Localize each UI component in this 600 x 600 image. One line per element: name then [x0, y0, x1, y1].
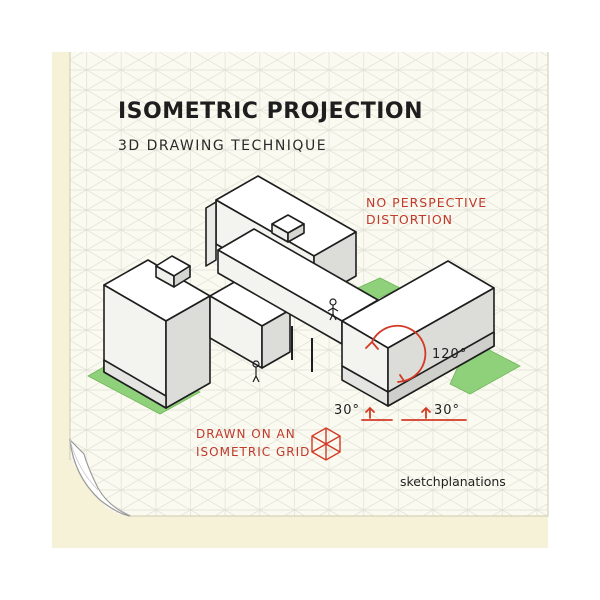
angle-30-right-label: 30°: [434, 403, 460, 418]
left-tower: [103, 259, 211, 409]
note-no-perspective-line1: NO PERSPECTIVE: [366, 195, 487, 210]
note-grid-line2: ISOMETRIC GRID: [196, 445, 310, 459]
person-figures: [252, 298, 339, 383]
page-title: ISOMETRIC PROJECTION: [118, 99, 423, 124]
bridge-wing: [217, 228, 379, 345]
angle-120-label: 120°: [432, 347, 467, 362]
back-roof-unit: [271, 214, 305, 243]
angle-120-marker: [365, 324, 427, 383]
isometric-cube-icon: [311, 427, 341, 461]
angle-30-left-marker: [361, 407, 393, 421]
note-no-perspective-line2: DISTORTION: [366, 212, 453, 227]
left-roof-unit: [155, 255, 191, 288]
angle-30-right-marker: [401, 407, 467, 421]
page-curl: [69, 438, 131, 517]
bridge-columns: [291, 326, 313, 372]
low-connector: [209, 279, 291, 369]
angle-30-left-label: 30°: [334, 403, 360, 418]
page-subtitle: 3D DRAWING TECHNIQUE: [118, 138, 327, 154]
note-grid-line1: DRAWN ON AN: [196, 427, 296, 441]
credit-signature: sketchplanations: [400, 474, 506, 489]
